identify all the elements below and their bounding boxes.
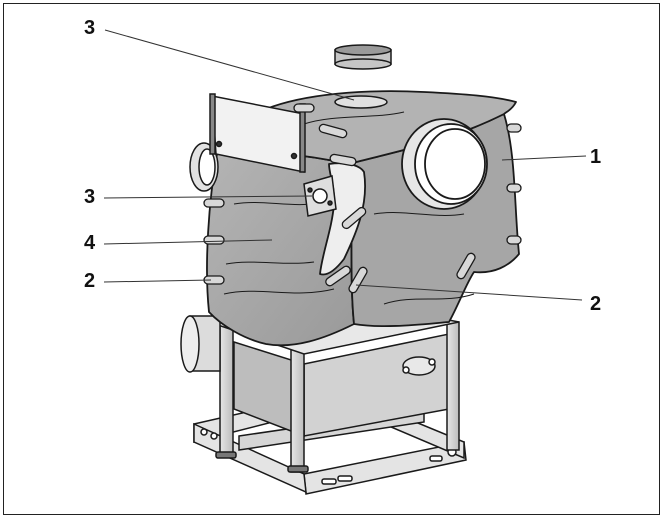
callout-1: 1 <box>590 146 602 168</box>
mounting-bracket <box>209 93 306 173</box>
figure-frame: 3 1 3 4 2 2 <box>3 3 660 515</box>
flue-outlet <box>334 44 392 109</box>
callout-2-left: 2 <box>84 270 96 292</box>
callout-3-top: 3 <box>84 17 96 39</box>
small-flange <box>303 175 337 217</box>
left-duct <box>189 142 219 192</box>
round-flange <box>401 118 488 210</box>
burner-connection <box>180 315 221 373</box>
callout-leaders <box>103 29 587 301</box>
boiler-insulation-illustration <box>103 29 587 495</box>
callout-4: 4 <box>84 232 96 254</box>
tension-springs <box>203 103 522 294</box>
callout-2-right: 2 <box>590 293 602 315</box>
callout-3-mid: 3 <box>84 186 96 208</box>
